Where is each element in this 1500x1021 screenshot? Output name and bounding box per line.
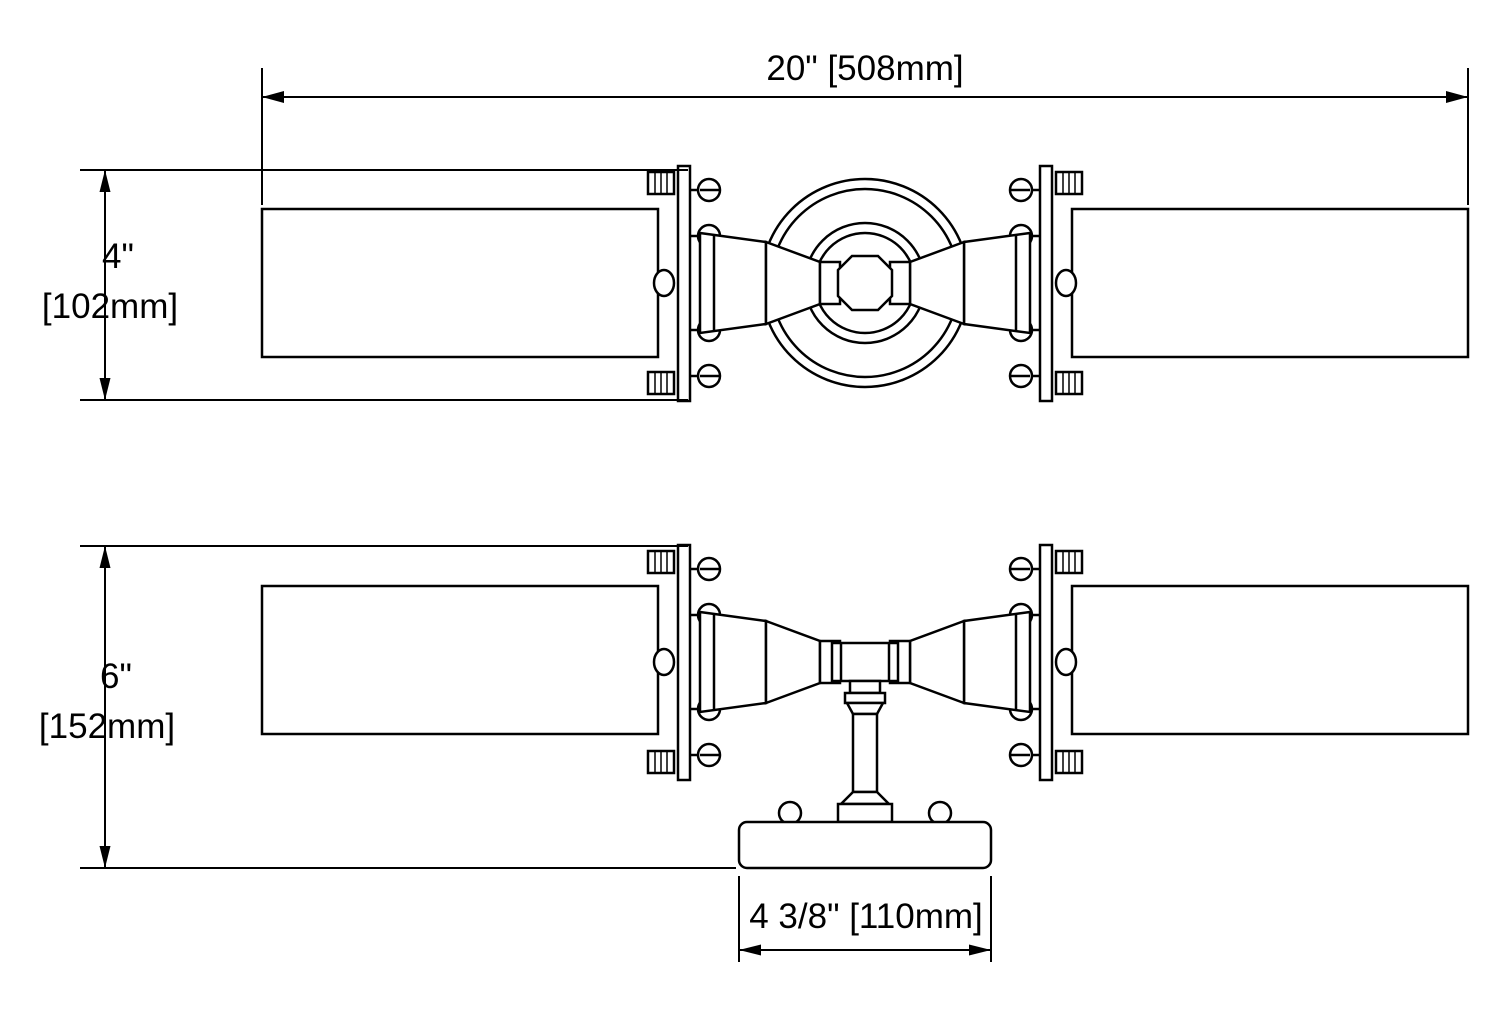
dim-top-height-inches-label: 4" bbox=[102, 237, 134, 276]
dimension-top-view-height bbox=[80, 169, 688, 401]
dimension-backplate-width bbox=[738, 876, 992, 962]
mount-right-front-view bbox=[888, 543, 1084, 782]
top-view bbox=[260, 164, 1470, 403]
arrowhead-down-icon bbox=[99, 846, 111, 868]
stem-neck bbox=[848, 679, 882, 695]
arrowhead-down-icon bbox=[99, 378, 111, 400]
tee-fitting bbox=[830, 641, 900, 683]
front-view bbox=[260, 543, 1470, 870]
dimension-overall-width bbox=[261, 68, 1469, 205]
arrowhead-right-icon bbox=[1446, 91, 1468, 103]
shade-left-front-view bbox=[260, 584, 660, 736]
stem-collar bbox=[843, 691, 887, 705]
dim-front-height-mm-label: [152mm] bbox=[39, 707, 175, 746]
backplate-front-view bbox=[737, 820, 993, 870]
mount-left-front-view bbox=[646, 543, 842, 782]
arrowhead-left-icon bbox=[739, 944, 761, 956]
center-coupler-top-view bbox=[836, 254, 894, 312]
dimension-front-view-height bbox=[80, 545, 736, 869]
mount-right-top-view bbox=[888, 164, 1084, 403]
shade-right-front-view bbox=[1070, 584, 1470, 736]
dim-top-height-mm-label: [102mm] bbox=[42, 287, 178, 326]
arrowhead-right-icon bbox=[969, 944, 991, 956]
dim-overall-width-label: 20" [508mm] bbox=[766, 49, 963, 88]
shade-left-top-view bbox=[260, 207, 660, 359]
backplate-knob-left bbox=[777, 800, 803, 826]
dim-backplate-width-label: 4 3/8" [110mm] bbox=[749, 897, 983, 936]
backplate-knob-right bbox=[927, 800, 953, 826]
arrowhead-left-icon bbox=[262, 91, 284, 103]
stem-foot bbox=[836, 802, 894, 824]
mount-left-top-view bbox=[646, 164, 842, 403]
shade-right-top-view bbox=[1070, 207, 1470, 359]
stem-pipe bbox=[851, 712, 879, 794]
stem-flare bbox=[837, 790, 893, 806]
center-column-front-view bbox=[737, 641, 993, 870]
dim-front-height-inches-label: 6" bbox=[100, 657, 132, 696]
arrowhead-up-icon bbox=[99, 546, 111, 568]
arrowhead-up-icon bbox=[99, 170, 111, 192]
stem-taper bbox=[844, 701, 886, 716]
